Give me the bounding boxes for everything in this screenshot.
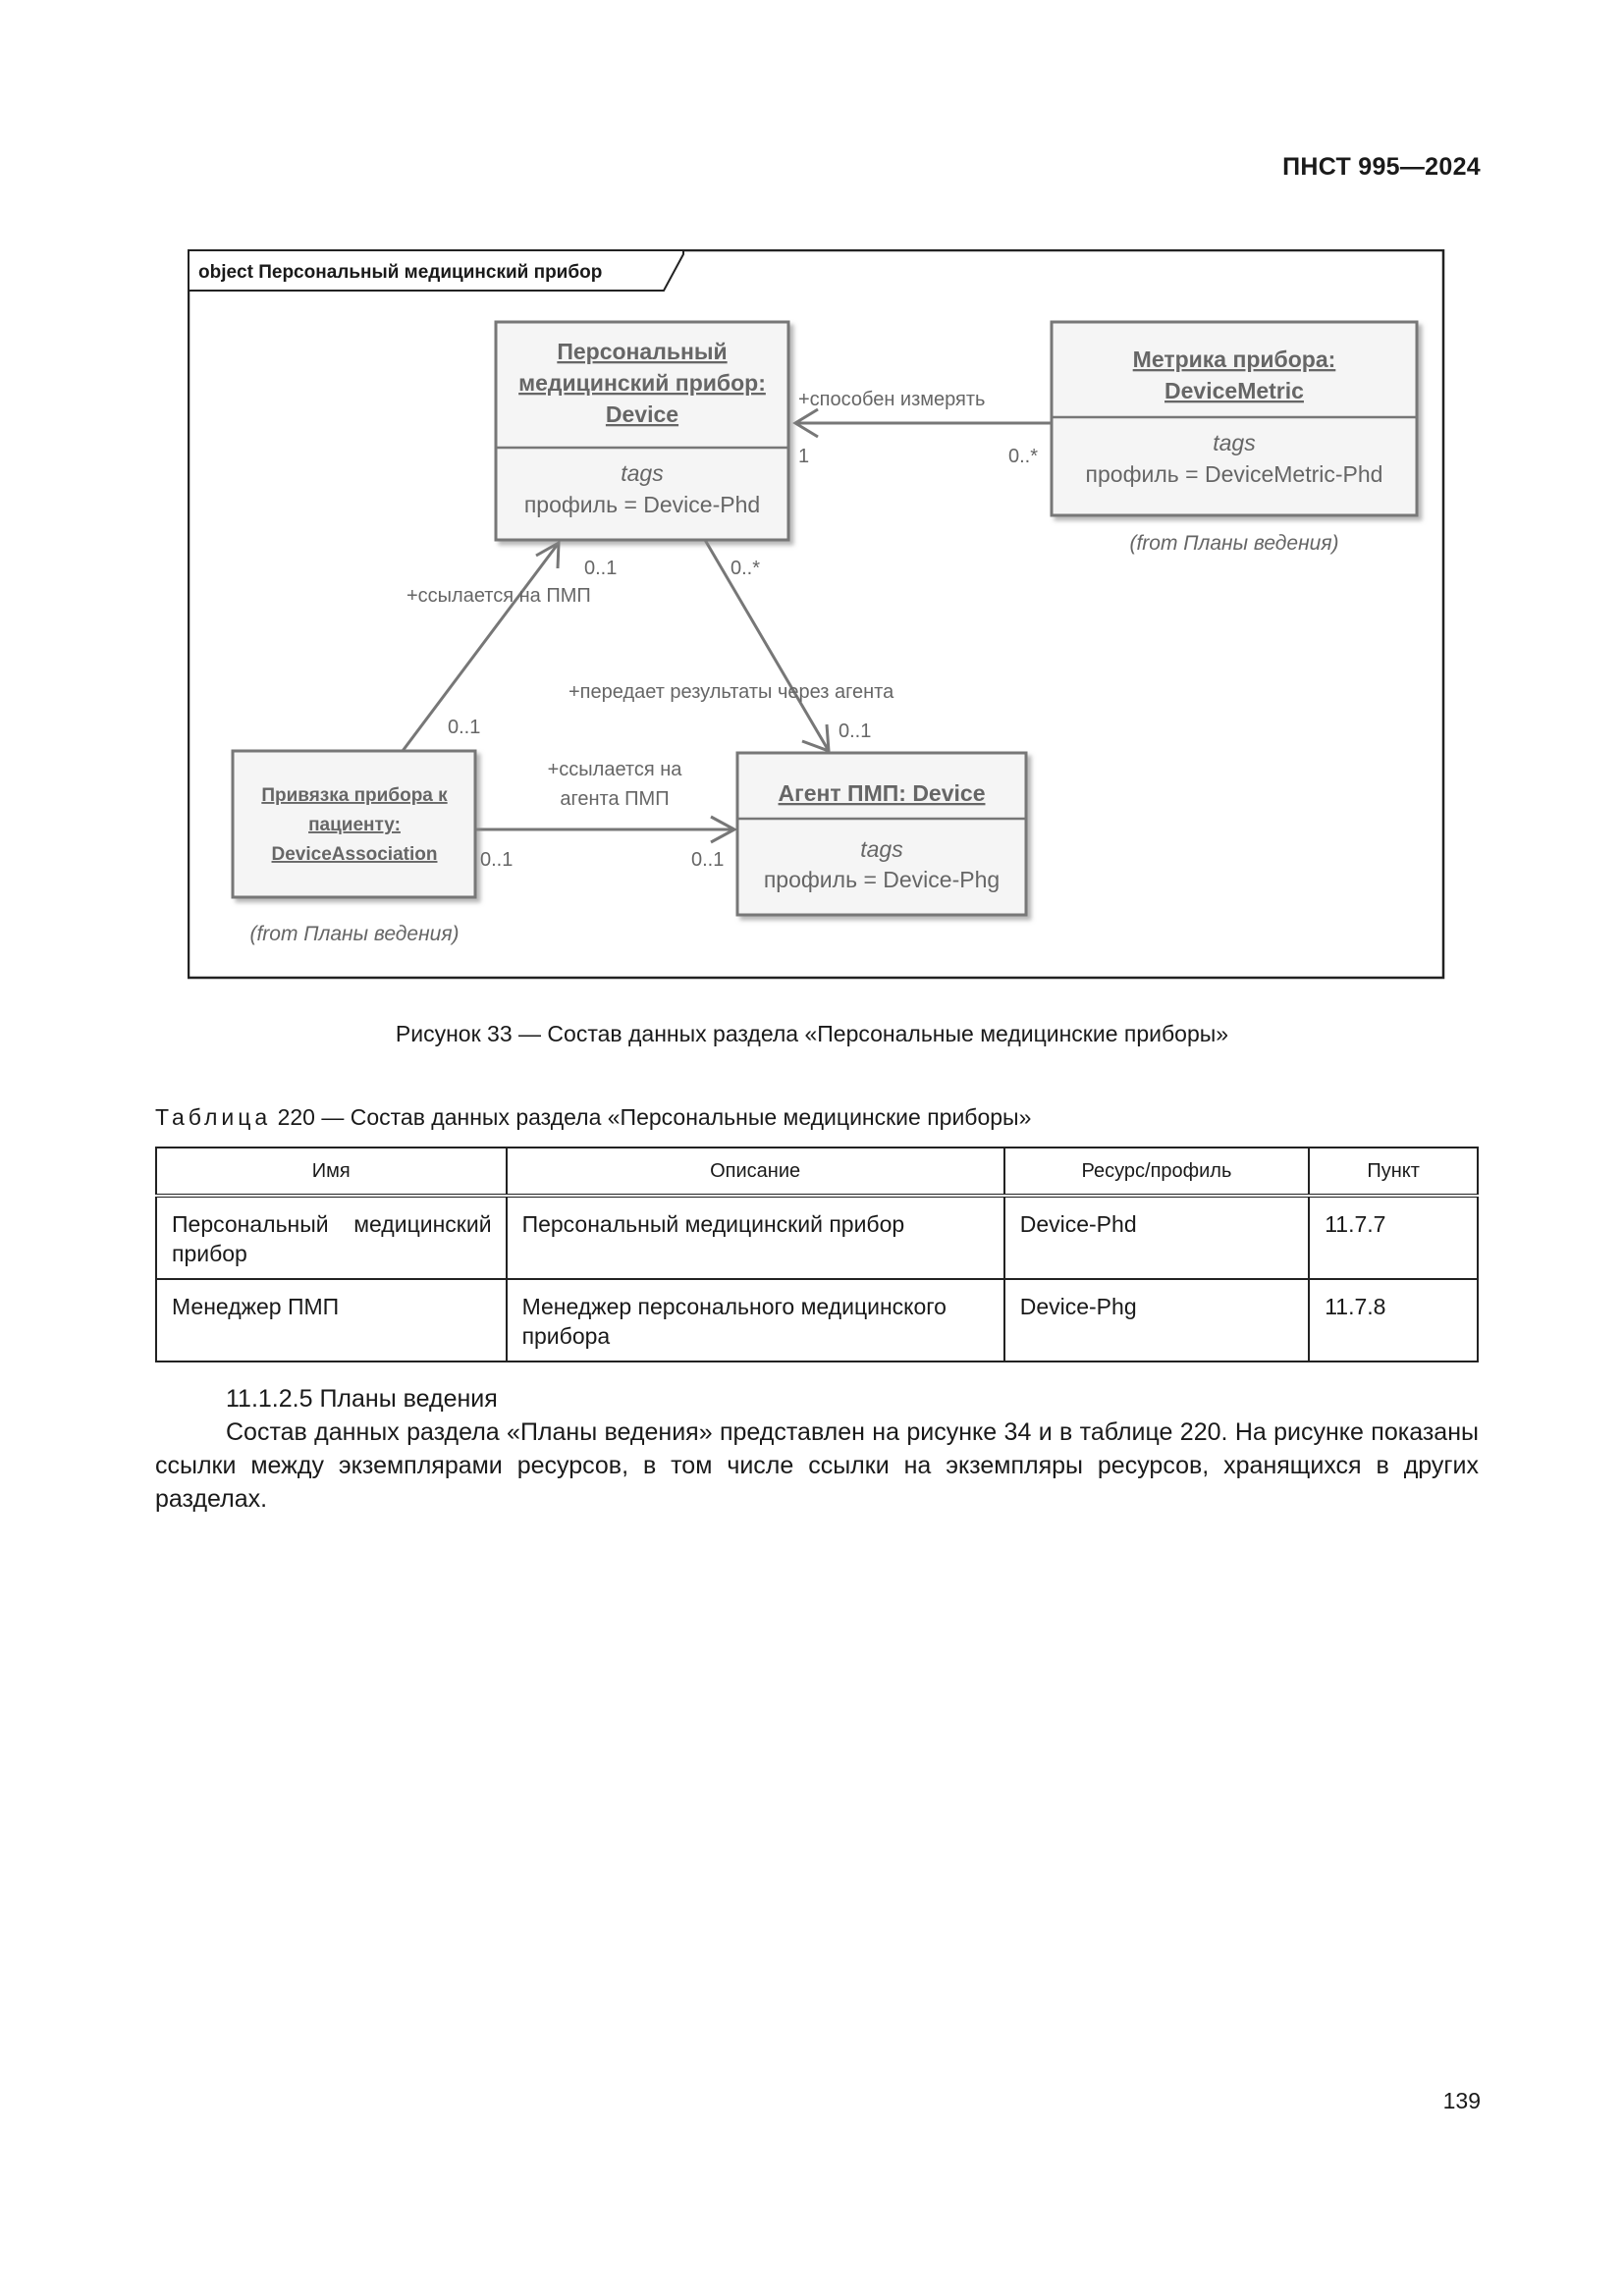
figure-caption: Рисунок 33 — Состав данных раздела «Перс… xyxy=(395,1021,1229,1046)
link-refers-pmp-label: +ссылается на ПМП xyxy=(406,585,591,607)
table-cell: Менеджер персонального медицинского приб… xyxy=(505,1278,1005,1362)
link-refers-agent-mult-target: 0..1 xyxy=(691,849,724,871)
link-transmits-arrowhead xyxy=(801,723,831,754)
table-title: Таблица 220 — Состав данных раздела «Пер… xyxy=(155,1104,1031,1131)
node-device-attribute: профиль = Device-Phd xyxy=(524,492,760,517)
link-refers-pmp-arrowhead xyxy=(535,540,561,569)
link-transmits-mult-target: 0..1 xyxy=(839,721,871,742)
table-cell: Менеджер ПМП xyxy=(155,1278,508,1362)
node-association-source: (from Планы ведения) xyxy=(249,923,459,945)
svg-text:пациенту:: пациенту: xyxy=(308,815,401,835)
section-heading: 11.1.2.5 Планы ведения xyxy=(226,1385,498,1413)
table-header-cell: Ресурс/профиль xyxy=(1002,1147,1311,1198)
link-refers-pmp-line xyxy=(401,542,561,752)
node-metric-attribute: профиль = DeviceMetric-Phd xyxy=(1086,461,1383,487)
node-association xyxy=(231,749,477,899)
link-transmits-mult-source: 0..* xyxy=(731,558,760,579)
table-cell: Персональный медицинский прибор xyxy=(155,1195,508,1280)
link-measures-arrowhead xyxy=(792,407,819,439)
link-measures-mult-target: 1 xyxy=(798,446,809,467)
link-refers-agent-mult-source: 0..1 xyxy=(480,849,513,871)
section-body: 11.1.2.5 Планы ведения Состав данных раз… xyxy=(155,1382,1479,1516)
link-measures-label: +способен измерять xyxy=(798,389,985,410)
svg-text:Метрика прибора:: Метрика прибора: xyxy=(1133,347,1336,372)
link-measures-mult-source: 0..* xyxy=(1008,446,1038,467)
table-header-cell: Описание xyxy=(505,1147,1005,1198)
link-refers-pmp-mult-source: 0..1 xyxy=(448,717,480,738)
node-metric-stereotype: tags xyxy=(1213,430,1256,455)
link-refers-agent-arrowhead xyxy=(710,815,738,844)
link-refers-pmp-mult-target: 0..1 xyxy=(584,558,617,579)
table-row: Персональный медицинский прибор Персонал… xyxy=(155,1195,1479,1280)
table-cell: 11.7.7 xyxy=(1308,1195,1479,1280)
frame-title-tab xyxy=(188,249,684,292)
data-table: Имя Описание Ресурс/профиль Пункт Персон… xyxy=(155,1147,1479,1362)
frame-title: object Персональный медицинский прибор xyxy=(198,262,602,283)
table-header-cell: Имя xyxy=(155,1147,508,1198)
uml-object-diagram: object Персональный медицинский прибор П… xyxy=(188,249,1445,980)
node-agent xyxy=(735,751,1028,917)
table-title-prefix: Таблица xyxy=(155,1104,272,1130)
diagram-frame xyxy=(188,249,1445,980)
svg-text:DeviceMetric: DeviceMetric xyxy=(1164,378,1304,403)
link-refers-agent-label-2: агента ПМП xyxy=(560,788,669,810)
table-row: Менеджер ПМП Менеджер персонального меди… xyxy=(155,1278,1479,1362)
link-transmits-line xyxy=(703,539,831,752)
node-metric xyxy=(1050,320,1419,517)
node-agent-stereotype: tags xyxy=(860,836,903,862)
table-cell: Device-Phd xyxy=(1002,1195,1311,1280)
table-cell: Device-Phg xyxy=(1002,1278,1311,1362)
document-id: ПНСТ 995—2024 xyxy=(1282,153,1481,181)
svg-text:DeviceAssociation: DeviceAssociation xyxy=(272,844,438,865)
connectors xyxy=(401,407,1052,844)
table-cell: 11.7.8 xyxy=(1308,1278,1479,1362)
table-cell: Персональный медицинский прибор xyxy=(505,1195,1005,1280)
page-number: 139 xyxy=(1442,2088,1481,2113)
link-labels: +способен измерять 1 0..* +ссылается на … xyxy=(406,389,1038,871)
section-paragraph: Состав данных раздела «Планы ведения» пр… xyxy=(155,1418,1479,1513)
node-metric-source: (from Планы ведения) xyxy=(1129,532,1338,555)
node-device xyxy=(494,320,790,542)
svg-text:Device: Device xyxy=(606,401,678,427)
node-metric-title: Метрика прибора: DeviceMetric xyxy=(1133,347,1336,403)
node-device-title: Персональный медицинский прибор: Device xyxy=(518,339,766,427)
table-header-cell: Пункт xyxy=(1308,1147,1479,1198)
svg-text:Персональный: Персональный xyxy=(557,339,727,364)
table-title-rest: 220 — Состав данных раздела «Персональны… xyxy=(271,1104,1032,1130)
node-device-stereotype: tags xyxy=(621,460,664,486)
node-association-title: Привязка прибора к пациенту: DeviceAssoc… xyxy=(261,785,448,865)
table-header-row: Имя Описание Ресурс/профиль Пункт xyxy=(155,1147,1479,1198)
node-agent-attribute: профиль = Device-Phg xyxy=(764,867,1000,892)
node-agent-title: Агент ПМП: Device xyxy=(779,780,986,806)
svg-text:медицинский прибор:: медицинский прибор: xyxy=(518,370,766,396)
svg-text:Привязка прибора к: Привязка прибора к xyxy=(261,785,448,806)
link-refers-agent-label-1: +ссылается на xyxy=(548,759,683,780)
link-transmits-label: +передает результаты через агента xyxy=(568,681,894,703)
